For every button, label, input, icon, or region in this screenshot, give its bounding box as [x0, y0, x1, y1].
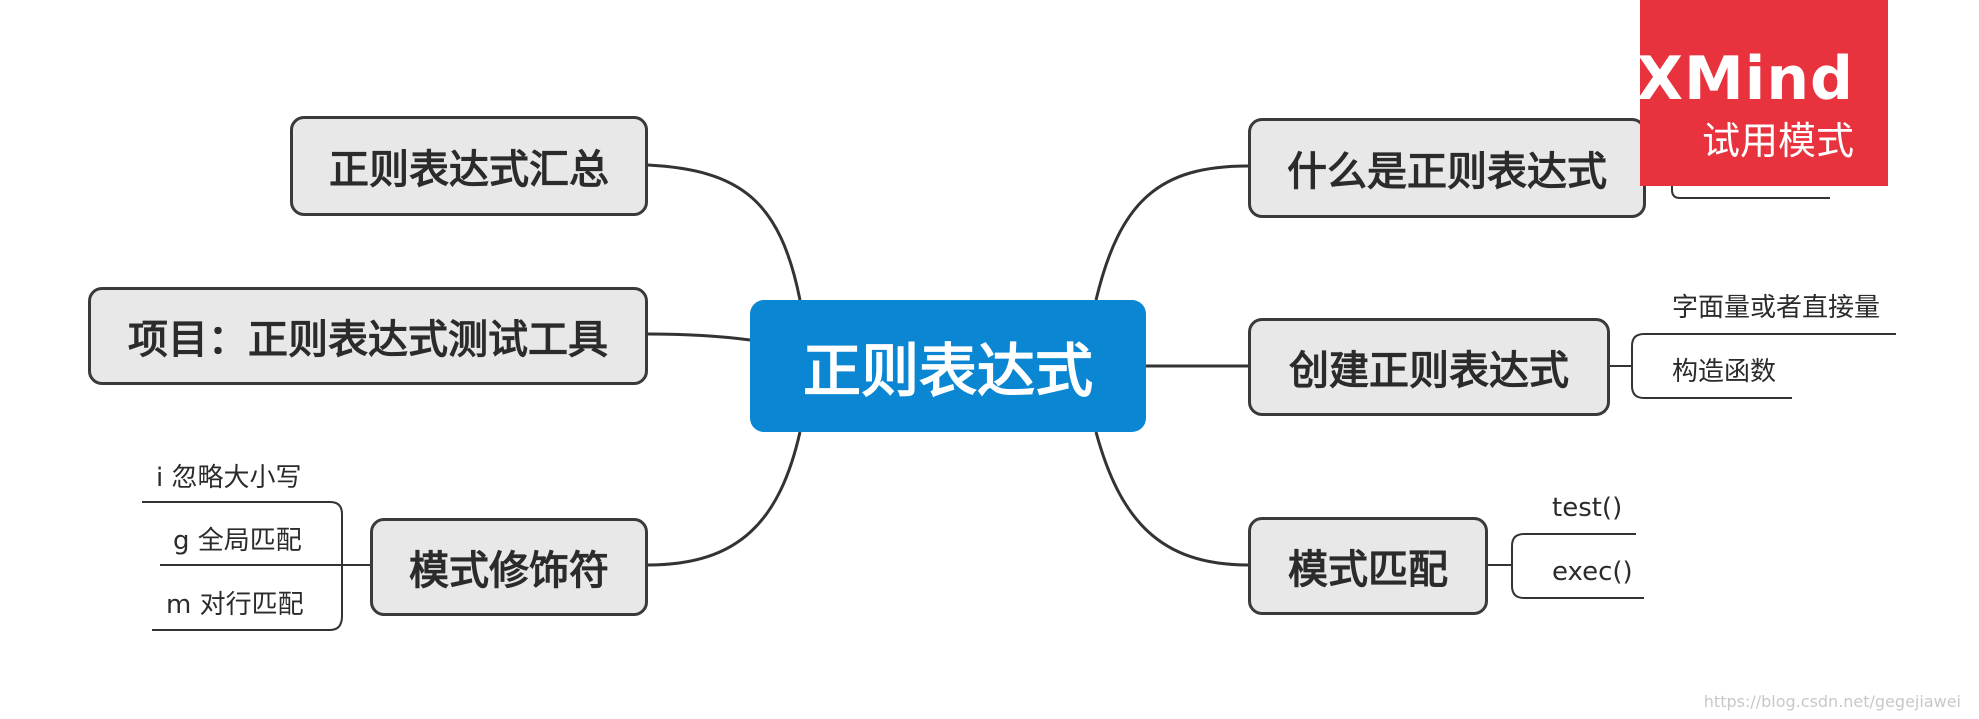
leaf-modifier-m[interactable]: m 对行匹配 [166, 590, 304, 620]
topic-project[interactable]: 项目：正则表达式测试工具 [88, 287, 648, 385]
xmind-trial-badge: XMind 试用模式 [1636, 0, 1888, 186]
topic-summary-label: 正则表达式汇总 [329, 147, 609, 193]
connector-modifiers-bracket [142, 501, 370, 631]
topic-what-label: 什么是正则表达式 [1287, 149, 1607, 195]
topic-project-label: 项目：正则表达式测试工具 [128, 317, 608, 363]
leaf-modifier-g[interactable]: g 全局匹配 [173, 526, 302, 556]
trial-mode-label: 试用模式 [1701, 119, 1854, 163]
connector-what [1094, 164, 1249, 301]
connector-match-bracket [1488, 533, 1644, 599]
topic-modifiers-label: 模式修饰符 [409, 548, 609, 594]
leaf-match-test[interactable]: test() [1552, 493, 1623, 523]
connector-project [647, 332, 751, 342]
topic-modifiers[interactable]: 模式修饰符 [370, 518, 648, 616]
topic-summary[interactable]: 正则表达式汇总 [290, 116, 648, 216]
topic-what[interactable]: 什么是正则表达式 [1248, 118, 1646, 218]
leaf-create-constructor[interactable]: 构造函数 [1672, 357, 1777, 387]
topic-match-label: 模式匹配 [1288, 547, 1448, 593]
topic-create-label: 创建正则表达式 [1289, 348, 1569, 394]
watermark-url: https://blog.csdn.net/gegejiawei [1703, 692, 1961, 711]
connector-summary [647, 163, 802, 301]
central-topic[interactable]: 正则表达式 [750, 300, 1146, 432]
leaf-modifier-i[interactable]: i 忽略大小写 [156, 463, 302, 493]
connector-modifiers [647, 431, 802, 567]
central-topic-label: 正则表达式 [802, 337, 1093, 405]
xmind-logo: XMind [1636, 44, 1854, 114]
leaf-match-exec[interactable]: exec() [1552, 557, 1633, 587]
connector-match [1094, 431, 1249, 567]
leaf-create-literal[interactable]: 字面量或者直接量 [1672, 293, 1881, 323]
connector-what-leaf [1644, 165, 1830, 199]
topic-create[interactable]: 创建正则表达式 [1248, 318, 1610, 416]
topic-match[interactable]: 模式匹配 [1248, 517, 1488, 615]
connector-create-bracket [1610, 333, 1896, 399]
